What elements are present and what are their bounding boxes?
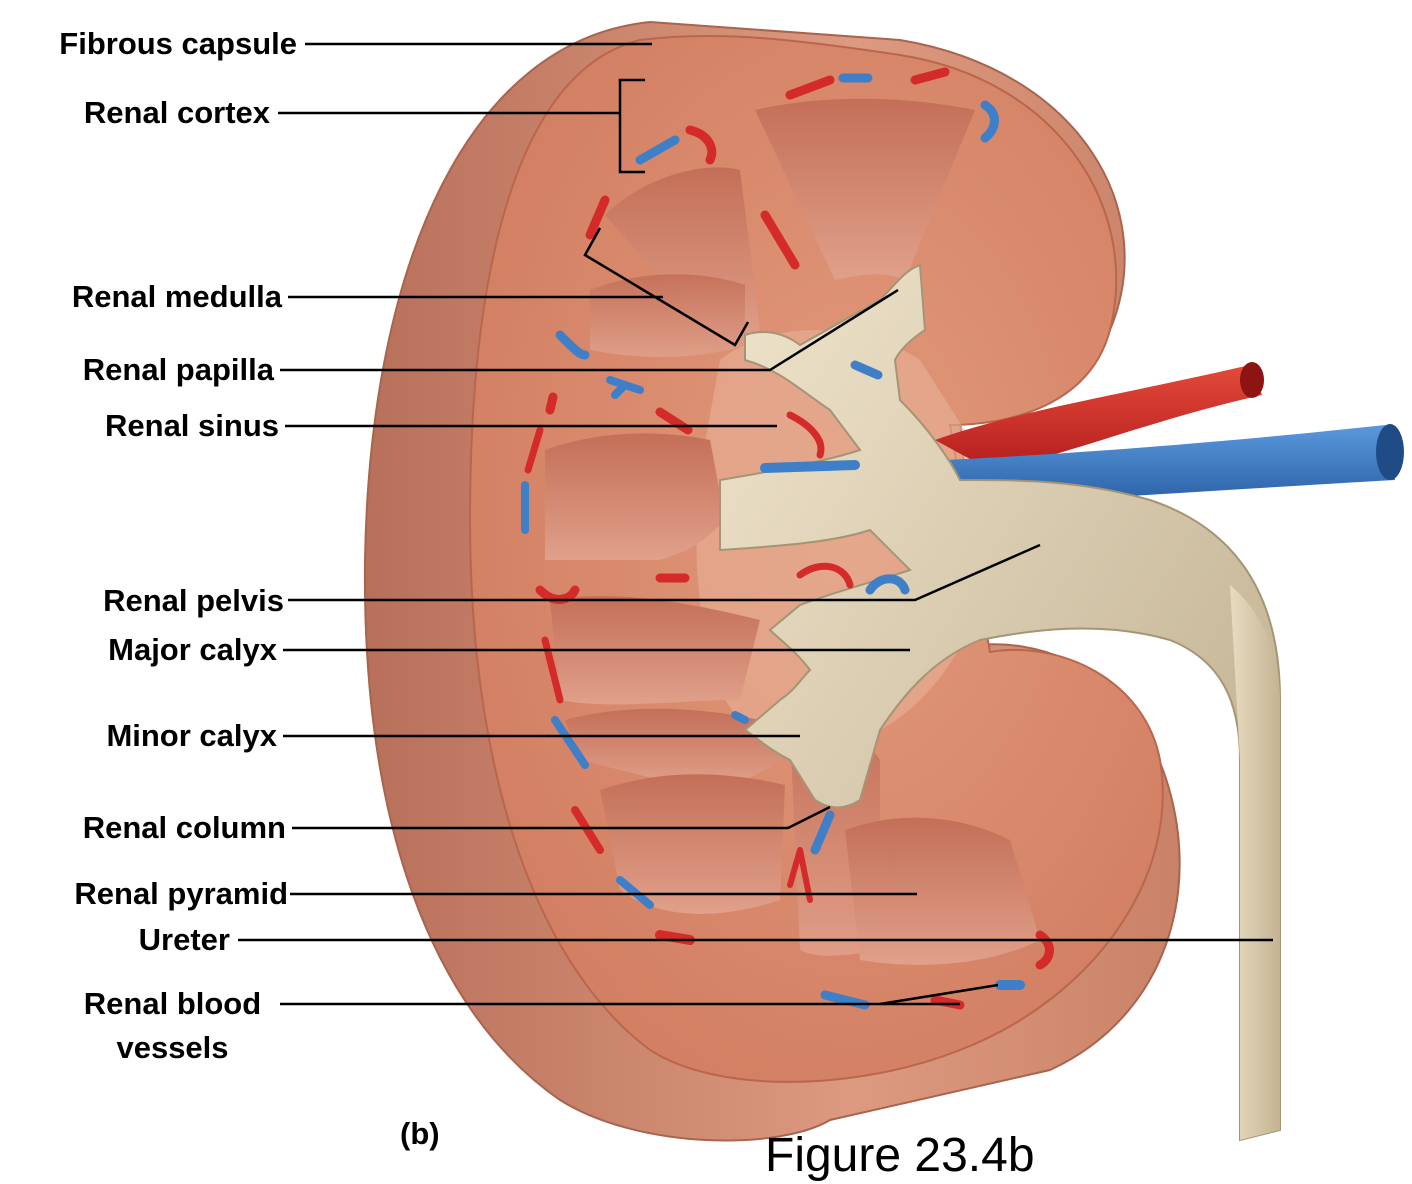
label-renal-sinus: Renal sinus [10, 408, 279, 444]
renal-vein-opening [1376, 424, 1404, 480]
ureter-shape [1230, 585, 1280, 1140]
label-major-calyx: Major calyx [10, 632, 277, 668]
label-renal-pyramid: Renal pyramid [10, 876, 288, 912]
label-fibrous-capsule: Fibrous capsule [10, 26, 297, 62]
label-renal-papilla: Renal papilla [10, 352, 274, 388]
label-minor-calyx: Minor calyx [10, 718, 277, 754]
label-renal-medulla: Renal medulla [10, 279, 282, 315]
label-renal-cortex: Renal cortex [10, 95, 270, 131]
kidney-diagram [0, 0, 1412, 1153]
label-ureter: Ureter [10, 922, 230, 958]
label-renal-pelvis: Renal pelvis [10, 583, 284, 619]
renal-artery-opening [1240, 362, 1264, 398]
label-renal-blood-vessels-line2: vessels [60, 1030, 285, 1066]
label-renal-column: Renal column [10, 810, 286, 846]
figure-caption: Figure 23.4b [765, 1128, 1035, 1184]
label-renal-blood-vessels-line1: Renal blood [60, 986, 285, 1022]
label-renal-blood-vessels: Renal blood vessels [60, 986, 285, 1066]
panel-label: (b) [400, 1116, 440, 1152]
